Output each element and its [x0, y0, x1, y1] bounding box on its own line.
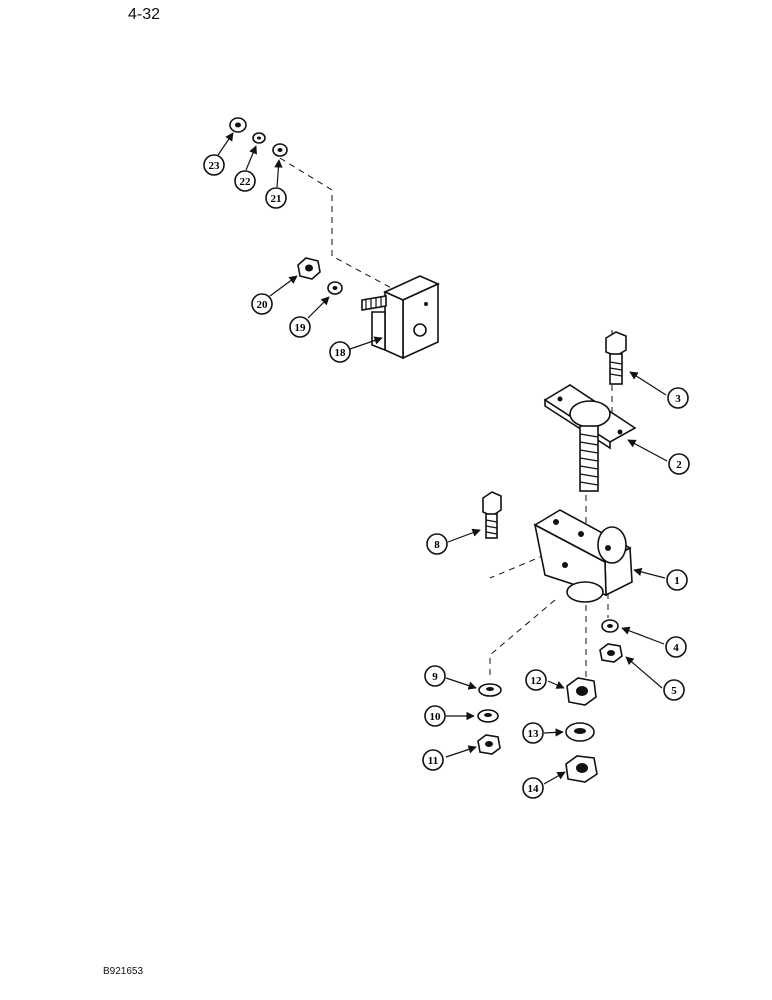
- lockwasher-19-part: [327, 281, 343, 295]
- nut-14-part: [565, 755, 598, 783]
- washer-9-part: [478, 683, 502, 697]
- lockwasher-10-part: [477, 709, 499, 723]
- plate-stud-2-part: [543, 384, 637, 492]
- callout-5: 5: [663, 679, 685, 701]
- callout-9-label: 9: [432, 671, 438, 683]
- callout-4: 4: [665, 636, 687, 658]
- callout-21-label: 21: [271, 193, 282, 205]
- callout-14-label: 14: [528, 783, 540, 795]
- callout-8-label: 8: [434, 539, 440, 551]
- callout-13: 13: [522, 722, 544, 744]
- callout-3-label: 3: [675, 393, 681, 405]
- callout-8: 8: [426, 533, 448, 555]
- callout-9: 9: [424, 665, 446, 687]
- callout-18-label: 18: [335, 347, 347, 359]
- nut-11-part: [477, 734, 501, 755]
- callout-12-label: 12: [531, 675, 543, 687]
- callout-21: 21: [265, 187, 287, 209]
- callout-20-label: 20: [257, 299, 269, 311]
- callout-19: 19: [289, 316, 311, 338]
- callout-20: 20: [251, 293, 273, 315]
- lockwasher-22-part: [252, 132, 266, 144]
- callout-22-label: 22: [240, 176, 252, 188]
- leader-arrows: [217, 132, 668, 785]
- callout-10: 10: [424, 705, 446, 727]
- callout-13-label: 13: [528, 728, 540, 740]
- nut-12-part: [566, 677, 597, 706]
- callout-23-label: 23: [209, 160, 221, 172]
- callout-2-label: 2: [676, 459, 682, 471]
- callout-10-label: 10: [430, 711, 442, 723]
- callout-12: 12: [525, 669, 547, 691]
- callout-23: 23: [203, 154, 225, 176]
- callout-19-label: 19: [295, 322, 307, 334]
- callout-11: 11: [422, 749, 444, 771]
- callout-18: 18: [329, 341, 351, 363]
- bolt-3-part: [605, 331, 627, 385]
- assembly-lines: [279, 157, 613, 680]
- callout-4-label: 4: [673, 642, 679, 654]
- callout-3: 3: [667, 387, 689, 409]
- callout-14: 14: [522, 777, 544, 799]
- nut-20-part: [297, 257, 321, 280]
- page-number: 4-32: [128, 6, 161, 23]
- callout-5-label: 5: [671, 685, 677, 697]
- block-18-part: [361, 275, 440, 360]
- washer-21-part: [272, 143, 288, 157]
- bracket-1-part: [533, 509, 633, 603]
- callout-2: 2: [668, 453, 690, 475]
- callout-22: 22: [234, 170, 256, 192]
- nut-23-part: [229, 117, 247, 133]
- nut-5-part: [599, 643, 623, 663]
- callout-1: 1: [666, 569, 688, 591]
- figure-code: B921653: [103, 966, 144, 977]
- callout-1-label: 1: [674, 575, 680, 587]
- bolt-8-part: [482, 491, 502, 539]
- lockwasher-4-part: [601, 619, 619, 633]
- lockwasher-13-part: [565, 722, 595, 742]
- callout-11-label: 11: [428, 755, 438, 767]
